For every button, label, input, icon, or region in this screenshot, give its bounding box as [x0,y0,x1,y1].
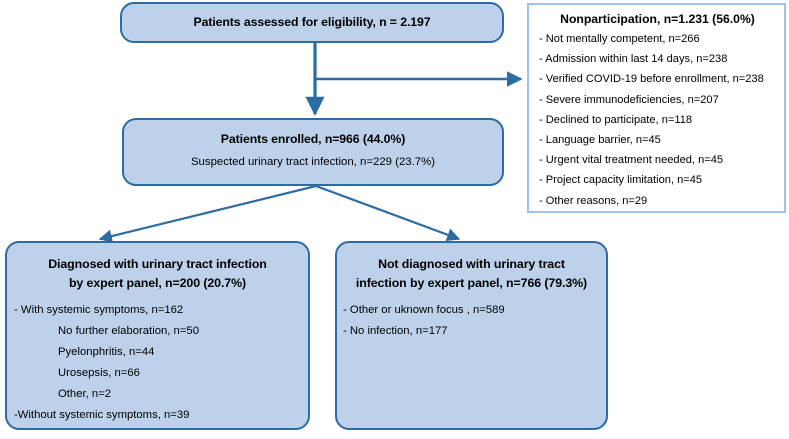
list-item: - Verified COVID-19 before enrollment, n… [539,73,764,86]
enrolled-subtitle: Suspected urinary tract infection, n=229… [190,155,436,168]
list-item: - Severe immunodeficiencies, n=207 [539,93,719,106]
panel-nonparticipation: Nonparticipation, n=1.231 (56.0%) - Not … [527,3,786,213]
not-diagnosed-title-line2: infection by expert panel, n=766 (79.3%) [355,276,588,291]
list-item: - Language barrier, n=45 [539,133,661,146]
arrow-enrolled-to-diagnosed [98,184,317,243]
list-item: -Without systemic symptoms, n=39 [14,408,190,421]
assessed-title: Patients assessed for eligibility, n = 2… [193,14,431,29]
not-diagnosed-title-line1: Not diagnosed with urinary tract [378,257,565,271]
diagnosed-title-line1: Diagnosed with urinary tract infection [48,257,267,271]
list-item: - No infection, n=177 [343,325,448,338]
arrow-enrolled-to-not-diagnosed [315,184,461,242]
node-diagnosed-uti: Diagnosed with urinary tract infection b… [5,241,310,430]
list-item: - Other or uknown focus , n=589 [343,304,505,317]
list-item: - Urgent vital treatment needed, n=45 [539,154,724,167]
enrolled-title: Patients enrolled, n=966 (44.0%) [220,132,406,147]
nonparticipation-reason-list: - Not mentally competent, n=266 - Admiss… [539,29,776,211]
node-patients-enrolled: Patients enrolled, n=966 (44.0%) Suspect… [122,118,504,186]
list-item: - Not mentally competent, n=266 [539,33,700,45]
list-item: - Project capacity limitation, n=45 [539,174,703,187]
list-item: - With systemic symptoms, n=162 [14,304,184,317]
nonparticipation-title: Nonparticipation, n=1.231 (56.0%) [560,12,755,26]
list-item: - Other reasons, n=29 [539,194,648,207]
node-patients-assessed: Patients assessed for eligibility, n = 2… [120,2,504,43]
list-item: - Admission within last 14 days, n=238 [539,53,728,66]
list-item: Other, n=2 [58,388,112,400]
diagnosed-title-line2: by expert panel, n=200 (20.7%) [68,276,247,291]
list-item: Pyelonphritis, n=44 [58,346,155,359]
diagnosed-item-list: - With systemic symptoms, n=162 No furth… [14,300,301,425]
not-diagnosed-item-list: - Other or uknown focus , n=589 - No inf… [343,300,600,342]
list-item: No further elaboration, n=50 [58,325,199,338]
node-not-diagnosed-uti: Not diagnosed with urinary tract infecti… [335,241,608,430]
list-item: - Declined to participate, n=118 [539,113,693,126]
list-item: Urosepsis, n=66 [58,367,140,380]
